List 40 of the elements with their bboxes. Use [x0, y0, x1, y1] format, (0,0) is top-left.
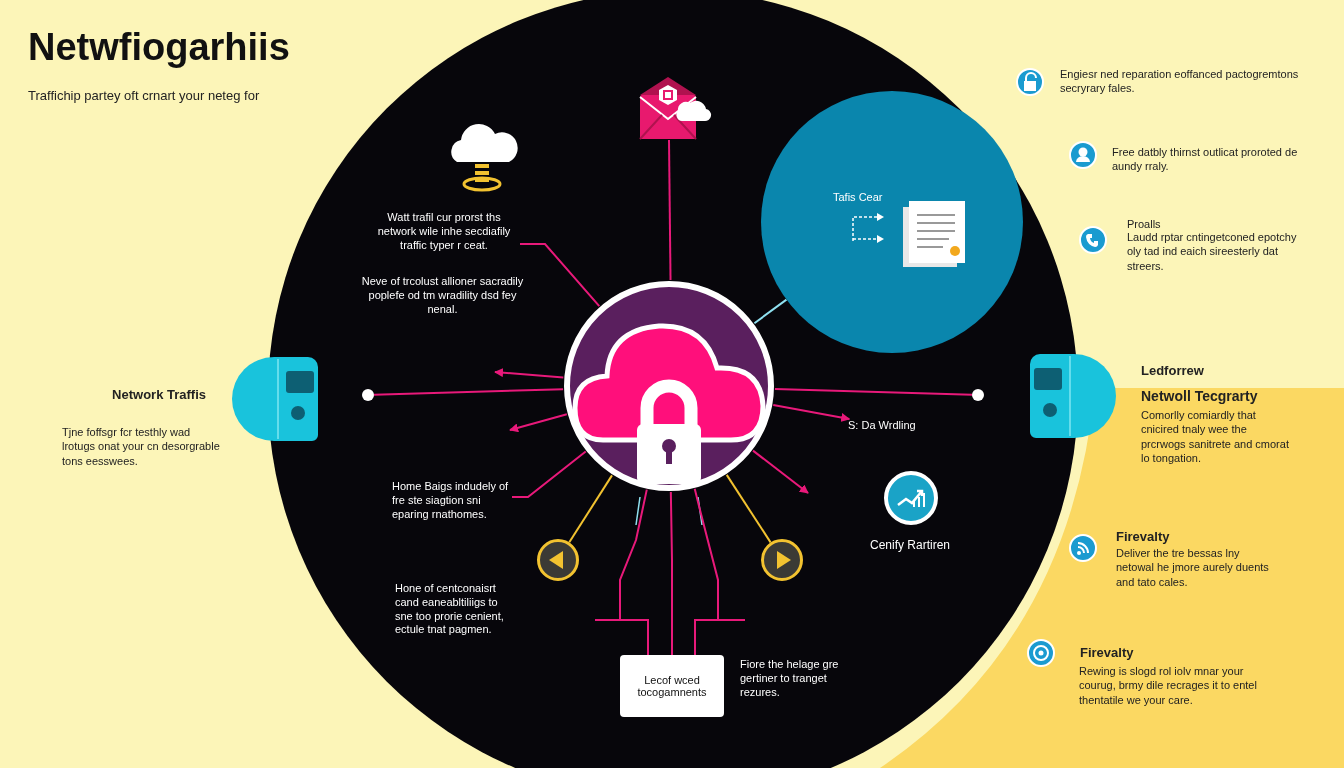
- description-text: Engiesr ned reparation eoffanced pactogremtons secryrary fales.: [1060, 67, 1300, 96]
- cloud-lock-drawing: [563, 280, 775, 492]
- arrow: [509, 413, 568, 433]
- description-text: Proalls: [1127, 217, 1162, 232]
- description-text: Deliver the tre bessas lny netowal he jmore aurely duents and tato cales.: [1116, 546, 1270, 589]
- circle-title: Tafis Cear: [833, 191, 883, 205]
- connector-line: [669, 491, 673, 656]
- annotation-text: Hone of centconaisrt cand eaneabltiliigs to sne too prorie cenient, ectule tnat pagmen.: [395, 582, 505, 637]
- section-heading: Firevalty: [1116, 529, 1171, 546]
- arrow: [772, 404, 851, 422]
- connector-line: [373, 388, 565, 396]
- connector-line: [619, 488, 649, 656]
- section-heading: Ledforrew: [1141, 363, 1205, 380]
- section-heading: Firevalty: [1080, 645, 1135, 662]
- arrow: [752, 449, 809, 494]
- section-heading: Netwoll Tecgrarty: [1141, 387, 1259, 406]
- connector-line: [725, 473, 772, 544]
- connector-line: [511, 450, 587, 498]
- title: Netwfiogarhiis: [28, 26, 290, 69]
- annotation-text: Neve of trcolust allioner sacradily poplefe od tm wradility dsd fey nenal.: [360, 275, 525, 317]
- description-text: Laudd rptar cntingetconed epotchy oly tad ind eaich sireesterly dat streers.: [1127, 230, 1297, 273]
- description-text: Free datbly thirnst outlicat proroted de aundy rraly.: [1112, 145, 1299, 174]
- annotation-text: S: Da Wrdling: [848, 419, 938, 433]
- connector-line: [668, 139, 672, 281]
- annotation-text: Watt trafil cur prorst ths network wile inhe secdiafily traffic typer r ceat.: [368, 211, 520, 253]
- connector-line: [753, 298, 788, 325]
- connector-line: [773, 388, 973, 396]
- arrow: [494, 368, 565, 379]
- subtitle-text: Traffichip partey oft crnart your neteg for: [28, 88, 261, 105]
- description-text: Rewing is slogd rol iolv mnar your courug, brmy dile recrages it to entel thentatile we your care.: [1079, 664, 1258, 707]
- connector-line: [693, 487, 719, 656]
- connector-line: [519, 243, 601, 308]
- connector-line: [568, 474, 613, 544]
- label-box: Lecof wced tocogamnents: [620, 655, 724, 717]
- annotation-text: Home Baigs indudely of fre ste siagtion sni eparing rnathomes.: [392, 480, 512, 522]
- section-heading: Network Traffis: [111, 387, 206, 404]
- side-note: Fiore the helage gre gertiner to tranget rezures.: [740, 658, 840, 700]
- icon-caption: Cenify Rartiren: [869, 538, 951, 553]
- description-text: Tjne foffsgr fcr testhly wad lrotugs onat your cn desorgrable tons eesswees.: [62, 425, 221, 468]
- description-text: Comorlly comiardly that cnicired tnaly wee the prcrwogs sanitrete and cmorat lo tongation.: [1141, 408, 1290, 466]
